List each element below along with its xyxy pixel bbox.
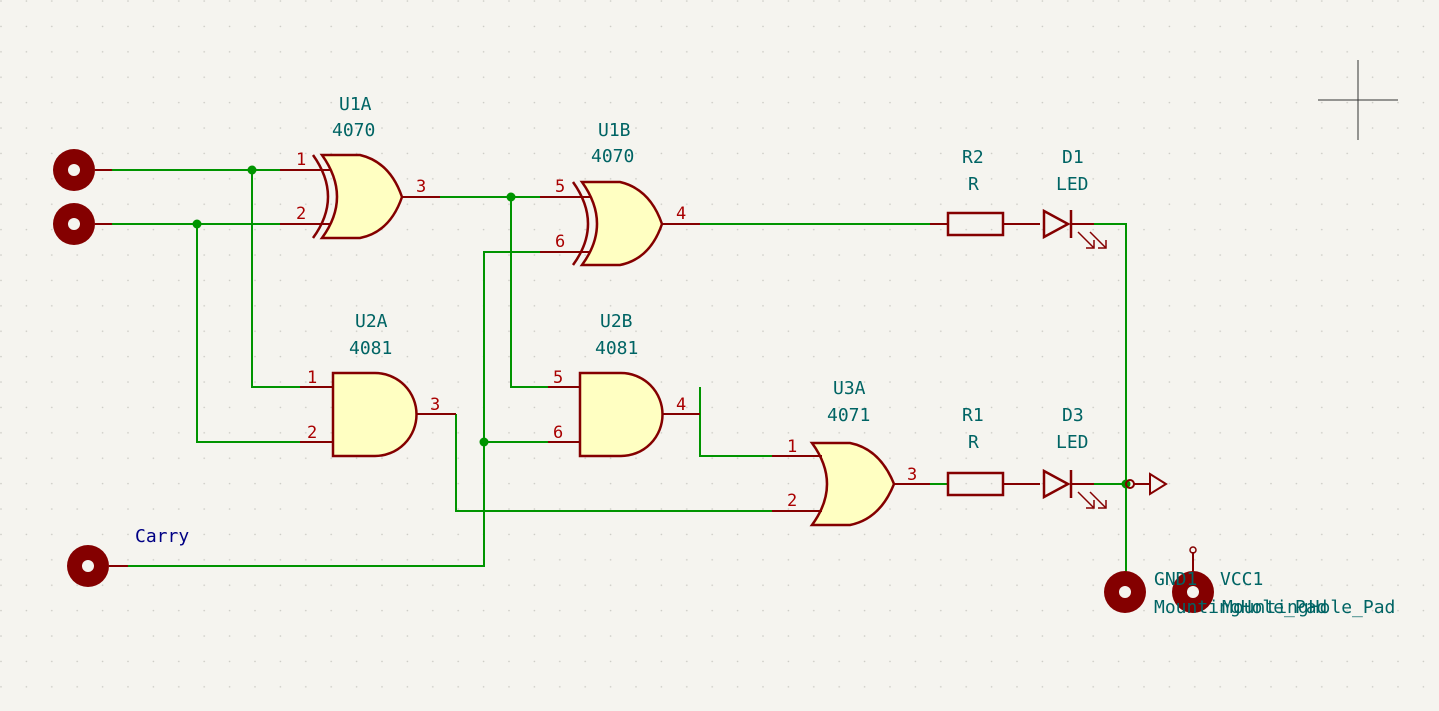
mounting-hole-value: MountingHole_Pad <box>1154 597 1327 618</box>
wire-u2b-out <box>699 387 772 457</box>
pin-number: 1 <box>787 437 797 457</box>
wire-a-to-u2a <box>251 170 308 388</box>
wires[interactable] <box>96 169 1127 580</box>
led-value: LED <box>1056 432 1089 453</box>
pin-number: 6 <box>553 423 563 443</box>
wire-b-to-u2a <box>196 224 308 443</box>
led-reference: D1 <box>1062 147 1084 168</box>
wire-u1a-to-u2b <box>510 197 548 388</box>
resistor-value: R <box>968 432 979 453</box>
mounting-hole-value: MountingHole_Pad <box>1222 597 1395 618</box>
gate-reference: U2A <box>355 311 388 332</box>
mounting-hole-gnd1[interactable] <box>1104 571 1146 613</box>
resistor-reference: R1 <box>962 405 984 426</box>
gate-u1a-xor[interactable] <box>280 153 440 240</box>
pin-number: 1 <box>296 150 306 170</box>
junctions <box>192 165 1131 489</box>
gate-u3a-or[interactable] <box>772 441 930 527</box>
pin-number: 6 <box>555 232 565 252</box>
gate-u2b-and[interactable] <box>548 371 700 458</box>
gate-value: 4081 <box>349 338 392 359</box>
led-reference: D3 <box>1062 405 1084 426</box>
gate-value: 4070 <box>332 120 375 141</box>
led-value: LED <box>1056 174 1089 195</box>
wire-u2a-out <box>455 414 772 512</box>
led-d3[interactable] <box>1042 468 1107 509</box>
mounting-hole-reference: GND1 <box>1154 569 1197 590</box>
gate-value: 4081 <box>595 338 638 359</box>
pin-number: 3 <box>416 177 426 197</box>
wire-carry <box>110 251 548 567</box>
junction-dot <box>506 192 516 202</box>
pin-number: 1 <box>307 368 317 388</box>
gate-reference: U3A <box>833 378 866 399</box>
gate-reference: U1B <box>598 120 631 141</box>
gate-u1b-xor[interactable] <box>540 180 700 267</box>
input-pad-a[interactable] <box>53 149 112 191</box>
pin-number: 5 <box>555 177 565 197</box>
pin-number: 4 <box>676 395 686 415</box>
gate-reference: U1A <box>339 94 372 115</box>
resistor-r2[interactable] <box>930 211 1040 237</box>
input-pad-b[interactable] <box>53 203 112 245</box>
pin-number: 2 <box>296 204 306 224</box>
gate-value: 4070 <box>591 146 634 167</box>
net-label-carry[interactable]: Carry <box>135 526 189 547</box>
resistor-value: R <box>968 174 979 195</box>
gate-u2a-and[interactable] <box>300 371 456 458</box>
mounting-hole-vcc1[interactable] <box>1172 546 1214 613</box>
wire-led-common <box>1094 223 1127 580</box>
junction-dot <box>247 165 257 175</box>
input-pad-carry[interactable] <box>67 545 128 587</box>
resistor-r1[interactable] <box>946 471 1040 497</box>
junction-dot <box>479 437 489 447</box>
resistor-reference: R2 <box>962 147 984 168</box>
mounting-hole-reference: VCC1 <box>1220 569 1263 590</box>
junction-dot <box>192 219 202 229</box>
led-d1[interactable] <box>1042 208 1107 249</box>
crosshair-cursor-icon <box>1318 60 1398 140</box>
pin-number: 2 <box>307 423 317 443</box>
pin-number: 3 <box>907 465 917 485</box>
power-port-icon[interactable] <box>1125 472 1168 496</box>
pin-number: 5 <box>553 368 563 388</box>
pin-number: 3 <box>430 395 440 415</box>
gate-value: 4071 <box>827 405 870 426</box>
gate-reference: U2B <box>600 311 633 332</box>
pin-number: 2 <box>787 491 797 511</box>
pin-number: 4 <box>676 204 686 224</box>
